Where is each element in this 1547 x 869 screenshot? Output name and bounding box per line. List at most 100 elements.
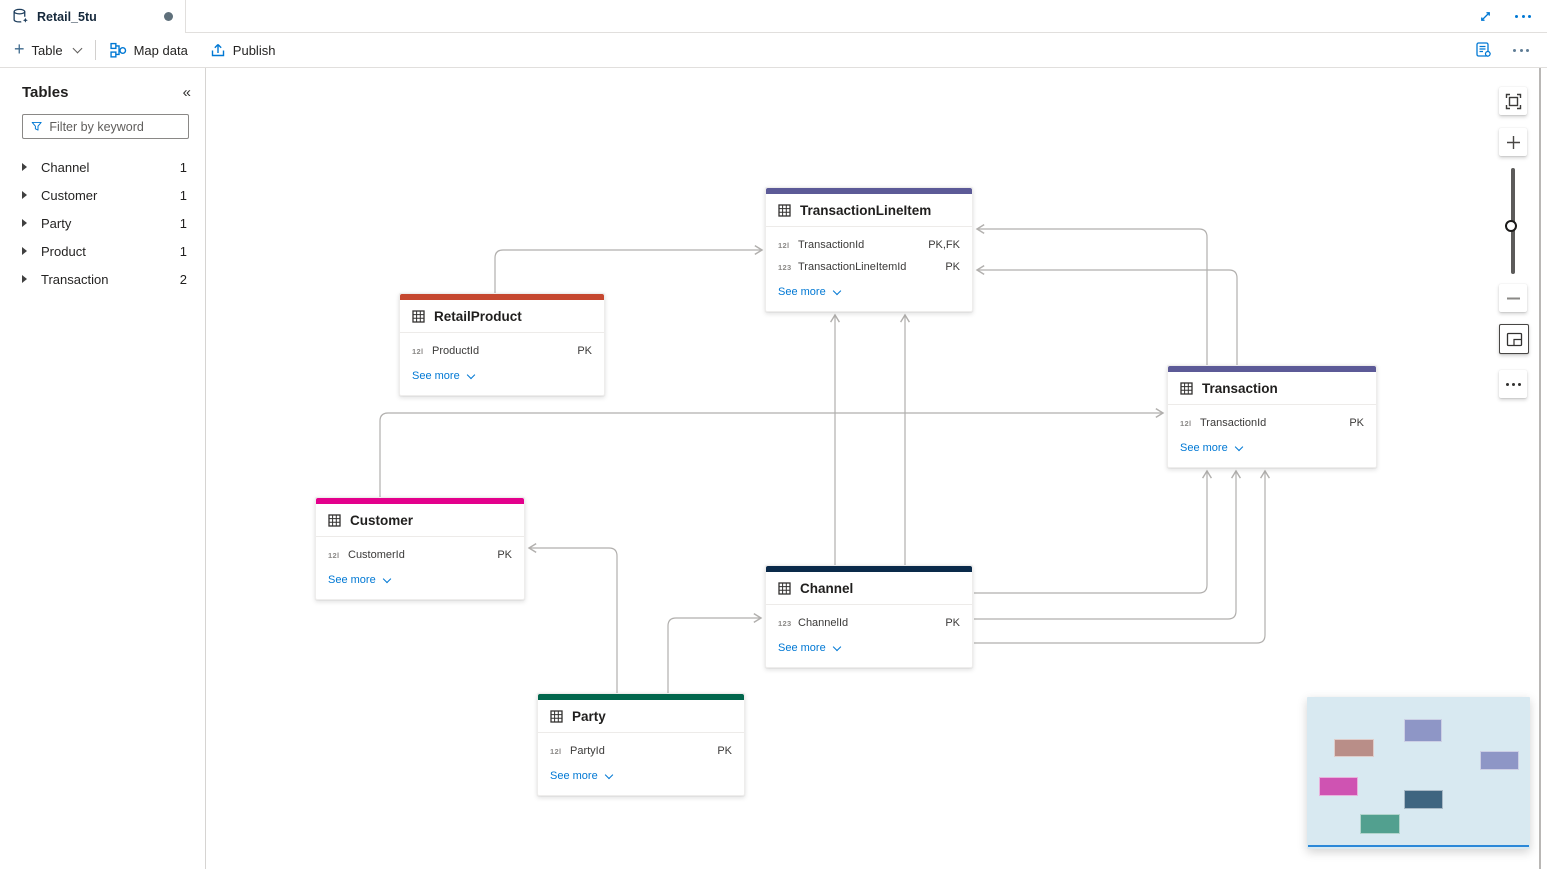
expand-chevron-icon[interactable] [22,275,27,283]
field-row[interactable]: 12l CustomerId PK [328,544,512,566]
see-more-label: See more [778,286,826,298]
tree-item-count: 1 [179,159,187,175]
zoom-slider-thumb[interactable] [1505,220,1517,232]
tree-item-label: Product [41,243,86,259]
field-row[interactable]: 12l TransactionId PK [1180,412,1364,434]
expand-icon[interactable] [1478,9,1493,24]
entity-header[interactable]: Customer [316,504,524,537]
datatype-int-icon: 123 [778,618,792,628]
tables-sidebar: Tables « Channel 1 Customer 1 [0,68,206,869]
tables-tree: Channel 1 Customer 1 Party 1 Product 1 [0,153,205,293]
table-grid-icon [328,514,341,527]
entity-card-party[interactable]: Party 12l PartyId PK See more [537,693,745,796]
filter-box[interactable] [22,114,189,139]
collapse-sidebar-icon[interactable]: « [182,84,191,101]
diagram-canvas[interactable]: TransactionLineItem 12l TransactionId PK… [206,68,1547,869]
canvas-scrollbar[interactable] [1539,68,1541,869]
minimap-table-transaction [1480,751,1519,770]
entity-card-retailproduct[interactable]: RetailProduct 12l ProductId PK See more [399,293,605,396]
field-key-badge: PK [717,745,732,757]
minimap-panel[interactable] [1307,697,1530,849]
datatype-bigint-icon: 12l [328,550,340,560]
field-row[interactable]: 123 ChannelId PK [778,612,960,634]
expand-chevron-icon[interactable] [22,247,27,255]
field-row[interactable]: 12l TransactionId PK,FK [778,234,960,256]
tab-more-icon[interactable] [1515,14,1531,18]
chevron-down-icon [832,286,841,295]
entity-color-bar [316,498,524,504]
chevron-down-icon [466,370,475,379]
entity-card-transaction[interactable]: Transaction 12l TransactionId PK See mor… [1167,365,1377,468]
entity-title: Transaction [1202,381,1278,396]
entity-card-customer[interactable]: Customer 12l CustomerId PK See more [315,497,525,600]
sidebar-item-party[interactable]: Party 1 [0,209,205,237]
minimap-table-party [1360,814,1400,834]
tree-item-label: Customer [41,187,98,203]
field-row[interactable]: 12l PartyId PK [550,740,732,762]
sidebar-item-customer[interactable]: Customer 1 [0,181,205,209]
entity-title: Party [572,709,606,724]
entity-fields: 123 ChannelId PK See more [766,605,972,667]
filter-input[interactable] [49,119,180,134]
see-more-link[interactable]: See more [778,636,960,660]
connector-transaction-transactionlineitem-1 [975,223,1208,365]
entity-card-channel[interactable]: Channel 123 ChannelId PK See more [765,565,973,668]
field-row[interactable]: 123 TransactionLineItemId PK [778,256,960,278]
sidebar-item-channel[interactable]: Channel 1 [0,153,205,181]
entity-header[interactable]: RetailProduct [400,300,604,333]
see-more-link[interactable]: See more [412,364,592,388]
sidebar-title: Tables [22,84,69,101]
tab-retail-5tu[interactable]: Retail_5tu [0,0,186,33]
see-more-link[interactable]: See more [328,568,512,592]
expand-chevron-icon[interactable] [22,219,27,227]
sidebar-item-transaction[interactable]: Transaction 2 [0,265,205,293]
minimap-table-customer [1319,777,1358,796]
entity-header[interactable]: Party [538,700,744,733]
tree-item-count: 1 [179,243,187,259]
map-data-icon [109,42,126,58]
field-name: TransactionId [1200,417,1267,429]
zoom-in-button[interactable] [1499,128,1527,156]
toolbar-more-icon[interactable] [1513,48,1529,52]
minimap-toggle-button[interactable] [1499,324,1529,354]
expand-chevron-icon[interactable] [22,163,27,171]
entity-header[interactable]: Channel [766,572,972,605]
entity-fields: 12l TransactionId PK See more [1168,405,1376,467]
publish-label: Publish [232,42,276,58]
publish-button[interactable]: Publish [210,42,276,58]
fit-to-screen-icon [1505,93,1521,109]
datatype-bigint-icon: 12l [412,346,424,356]
tree-item-label: Party [41,215,72,231]
entity-header[interactable]: Transaction [1168,372,1376,405]
table-grid-icon [1180,382,1193,395]
add-table-button[interactable]: + Table [14,40,83,58]
datatype-bigint-icon: 12l [1180,418,1192,428]
see-more-link[interactable]: See more [778,280,960,304]
see-more-link[interactable]: See more [550,764,732,788]
connector-party-channel [667,612,763,693]
entity-fields: 12l ProductId PK See more [400,333,604,395]
publish-icon [211,44,224,57]
map-data-label: Map data [133,42,188,58]
zoom-slider[interactable] [1505,168,1517,274]
entity-header[interactable]: TransactionLineItem [766,194,972,227]
connector-channel-transaction-3 [974,469,1271,644]
connector-channel-transaction-2 [974,469,1242,620]
see-more-link[interactable]: See more [1180,436,1364,460]
zoom-out-button[interactable] [1499,284,1527,312]
sidebar-item-product[interactable]: Product 1 [0,237,205,265]
expand-chevron-icon[interactable] [22,191,27,199]
table-grid-icon [412,310,425,323]
properties-icon[interactable] [1475,41,1493,59]
map-data-button[interactable]: Map data [109,42,188,59]
fit-to-screen-button[interactable] [1499,87,1527,115]
entity-title: TransactionLineItem [800,203,932,218]
chevron-down-icon [832,642,841,651]
canvas-more-button[interactable] [1499,370,1527,398]
tree-item-count: 1 [179,187,187,203]
field-name: CustomerId [348,549,405,561]
unsaved-changes-dot [164,12,173,21]
entity-card-transactionlineitem[interactable]: TransactionLineItem 12l TransactionId PK… [765,187,973,312]
field-row[interactable]: 12l ProductId PK [412,340,592,362]
